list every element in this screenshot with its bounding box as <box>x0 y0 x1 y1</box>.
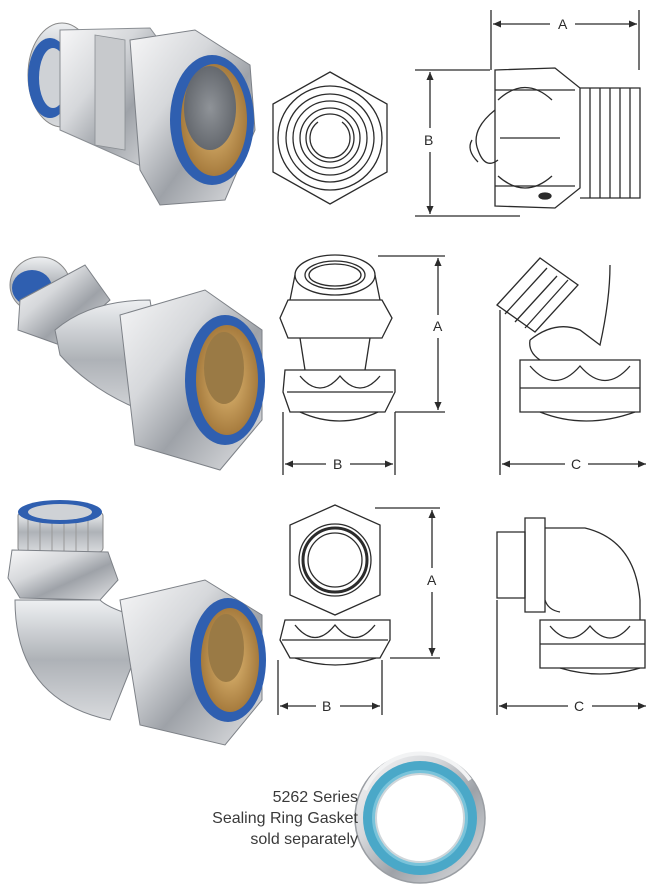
caption-note: sold separately <box>250 831 358 848</box>
gasket-caption: 5262 Series Sealing Ring Gasket sold sep… <box>138 787 358 850</box>
straight-side-view-drawing <box>415 10 641 217</box>
caption-series: 5262 Series <box>272 789 358 806</box>
dimension-label-a: A <box>556 16 570 32</box>
caption-product: Sealing Ring Gasket <box>212 810 358 827</box>
45-degree-connector-photo <box>9 256 265 471</box>
elbow90-side-view-drawing <box>496 517 646 715</box>
dimension-label-a: A <box>425 572 439 588</box>
hex-end-view-drawing <box>272 71 388 205</box>
dimension-label-a: A <box>431 318 445 334</box>
straight-connector-photo <box>27 22 256 206</box>
elbow45-front-view-drawing <box>279 254 445 475</box>
dimension-label-c: C <box>569 456 584 472</box>
elbow90-front-view-drawing <box>277 504 440 715</box>
dimension-label-b: B <box>320 698 334 714</box>
dimension-label-b: B <box>422 132 436 148</box>
dimension-label-b: B <box>331 456 345 472</box>
dimension-label-c: C <box>572 698 587 714</box>
sealing-ring-gasket-photo <box>354 751 486 884</box>
90-degree-connector-photo <box>7 500 266 746</box>
elbow45-side-view-drawing <box>496 257 646 475</box>
